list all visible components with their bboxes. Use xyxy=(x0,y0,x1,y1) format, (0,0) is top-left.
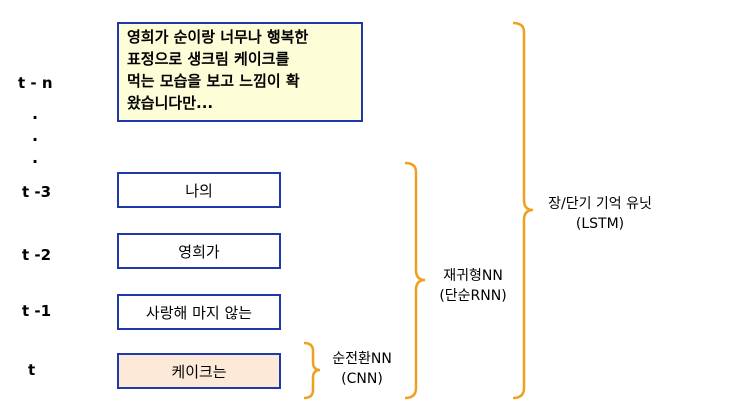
word-box-t: 케이크는 xyxy=(117,353,281,389)
timestep-t-2: t -2 xyxy=(22,246,52,264)
timestep-t-3: t -3 xyxy=(22,183,52,201)
rnn-label-line2: (단순RNN) xyxy=(439,288,507,304)
timestep-t-n: t - n xyxy=(18,74,53,92)
cnn-bracket xyxy=(303,341,321,400)
word-box-t-3: 나의 xyxy=(117,172,281,208)
cnn-label-line2: (CNN) xyxy=(341,371,383,387)
ellipsis-dot: . xyxy=(32,104,39,123)
word-box-t-2: 영희가 xyxy=(117,233,281,269)
word-box-t-1: 사랑해 마지 않는 xyxy=(117,294,281,330)
timestep-t: t xyxy=(28,361,36,379)
rnn-bracket xyxy=(404,161,426,400)
cnn-label-line1: 순전환NN xyxy=(332,351,392,367)
cnn-label: 순전환NN (CNN) xyxy=(322,349,402,389)
ellipsis-dot: . xyxy=(32,126,39,145)
timestep-t-1: t -1 xyxy=(22,302,52,320)
lstm-label-line2: (LSTM) xyxy=(575,216,625,232)
rnn-label: 재귀형NN (단순RNN) xyxy=(425,266,521,306)
lstm-bracket xyxy=(512,21,534,400)
ellipsis-dot: . xyxy=(32,148,39,167)
lstm-label-line1: 장/단기 기억 유닛 xyxy=(548,196,652,212)
input-sentence-box: 영희가 순이랑 너무나 행복한 표정으로 생크림 케이크를 먹는 모습을 보고 … xyxy=(117,22,363,122)
rnn-label-line1: 재귀형NN xyxy=(443,268,503,284)
lstm-label: 장/단기 기억 유닛 (LSTM) xyxy=(530,194,670,234)
